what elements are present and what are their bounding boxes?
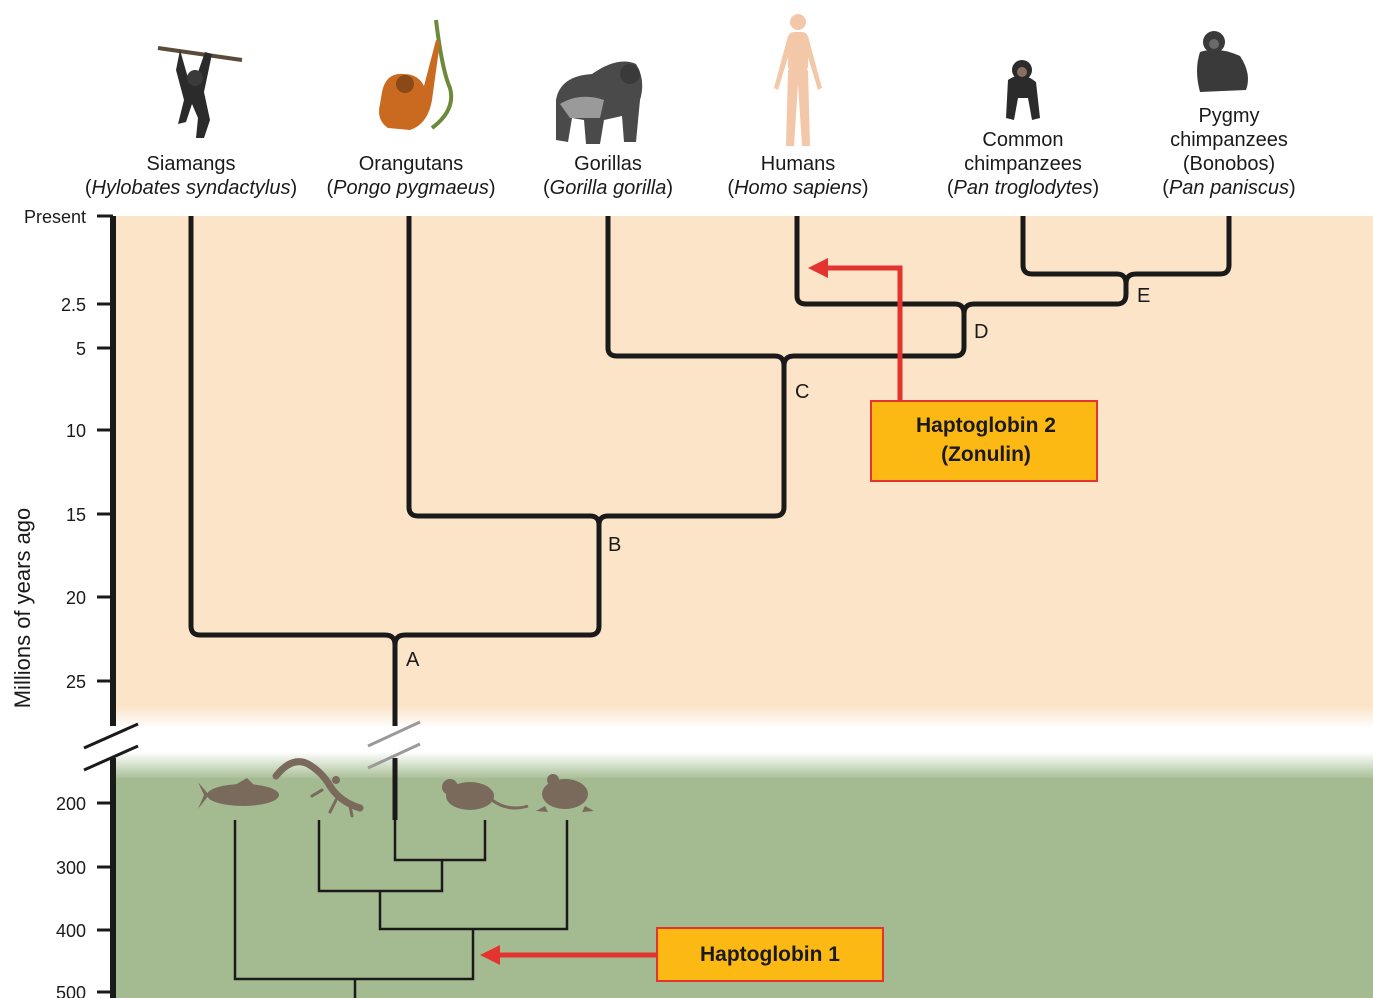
species-common-bonobo-line1: Pygmy [1198, 105, 1259, 127]
tick-label-25: 25 [66, 672, 86, 692]
species-common-bonobo-line2: chimpanzees [1170, 129, 1288, 151]
tick-label-200: 200 [56, 794, 86, 814]
orangutan-icon [379, 20, 451, 130]
species-sci-humans: (Homo sapiens) [727, 177, 868, 199]
species-common-orangutans: Orangutans [359, 153, 464, 175]
species-common-chimp-line2: chimpanzees [964, 153, 1082, 175]
species-sci-gorillas: (Gorilla gorilla) [543, 177, 673, 199]
species-common-humans: Humans [761, 153, 835, 175]
species-sci-chimp: (Pan troglodytes) [947, 177, 1099, 199]
node-label-c: C [795, 381, 809, 403]
haptoglobin-1-label: Haptoglobin 1 [700, 943, 840, 966]
tick-label-5: 5 [76, 339, 86, 359]
band-fade-bottom [112, 752, 1373, 780]
tick-label-2-5: 2.5 [61, 295, 86, 315]
gorilla-icon [556, 62, 642, 144]
tick-label-present: Present [24, 207, 86, 227]
human-icon [774, 14, 822, 146]
tick-label-20: 20 [66, 588, 86, 608]
tick-label-10: 10 [66, 421, 86, 441]
species-common-bonobo-line3: (Bonobos) [1183, 153, 1275, 175]
tick-label-15: 15 [66, 505, 86, 525]
chimpanzee-icon [1006, 60, 1040, 120]
tick-label-500: 500 [56, 983, 86, 998]
tick-label-300: 300 [56, 858, 86, 878]
species-common-siamangs: Siamangs [147, 153, 236, 175]
haptoglobin-2-label: Haptoglobin 2 [916, 414, 1056, 437]
node-label-b: B [608, 534, 621, 556]
tick-label-400: 400 [56, 921, 86, 941]
node-label-a: A [406, 649, 420, 671]
species-sci-siamangs: (Hylobates syndactylus) [85, 177, 297, 199]
species-common-chimp-line1: Common [982, 129, 1063, 151]
node-label-d: D [974, 321, 988, 343]
axis-title: Millions of years ago [10, 508, 35, 709]
siamang-icon [158, 48, 242, 138]
zonulin-label: (Zonulin) [941, 443, 1031, 466]
species-common-gorillas: Gorillas [574, 153, 642, 175]
band-fade-top [112, 706, 1373, 728]
species-sci-bonobo: (Pan paniscus) [1162, 177, 1295, 199]
species-sci-orangutans: (Pongo pygmaeus) [326, 177, 495, 199]
node-label-e: E [1137, 285, 1150, 307]
bonobo-icon [1197, 31, 1248, 92]
